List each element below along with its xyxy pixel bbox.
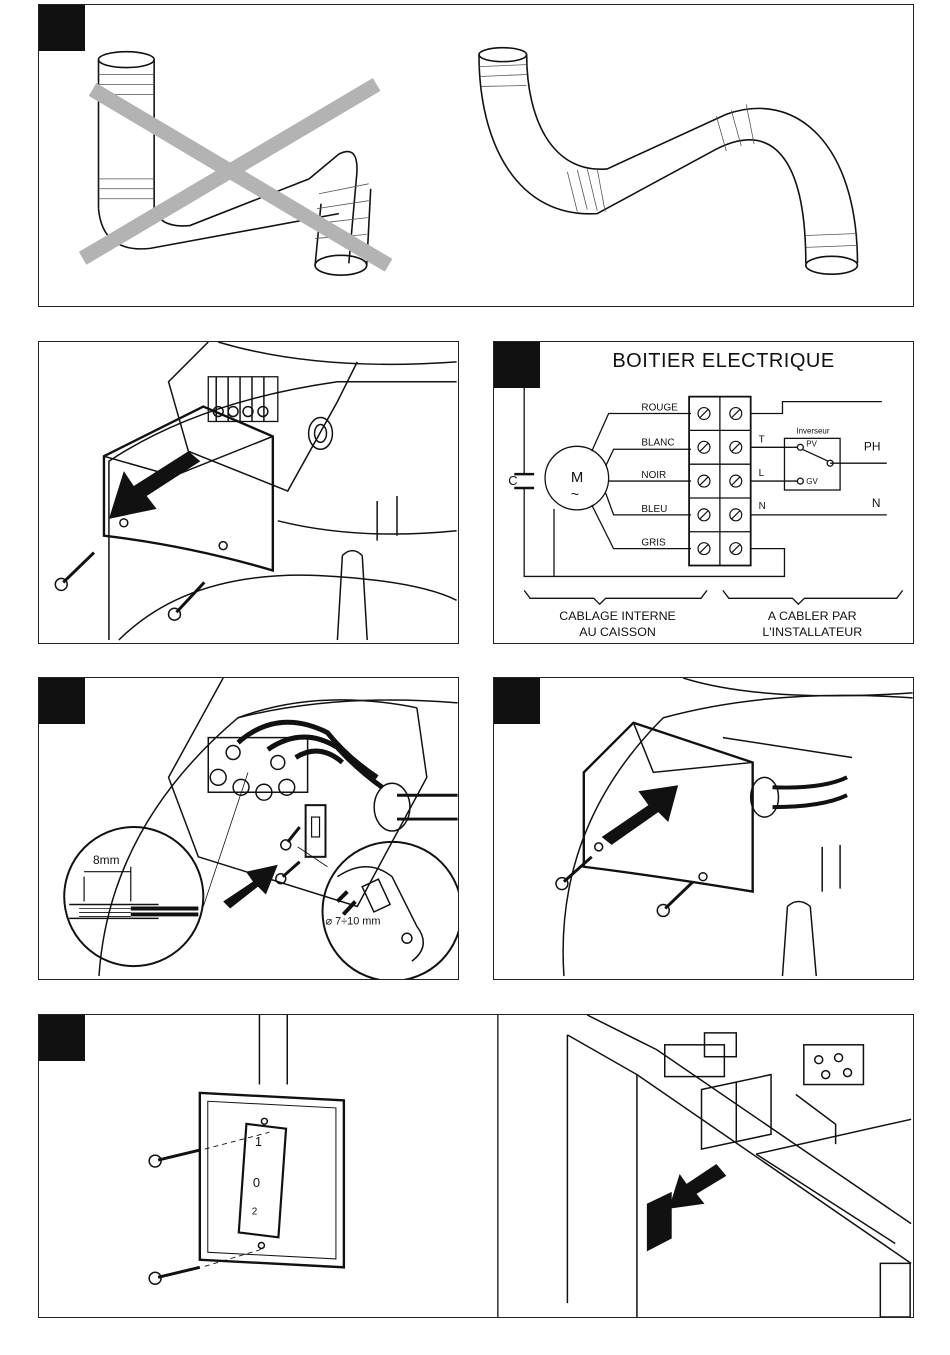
mounting-target-marker — [647, 1192, 672, 1252]
wire-label-blanc: BLANC — [641, 437, 674, 448]
motor-label: M — [571, 470, 583, 486]
installer-caption-line1: A CABLER PAR — [768, 609, 857, 623]
terminal-n-label: N — [759, 501, 766, 512]
wiring-schematic: C M ~ ROUGE BLANC NOIR BLEU GRIS Inverse… — [494, 342, 913, 643]
smooth-curve-duct — [479, 48, 857, 274]
panel-remove-cover — [38, 341, 459, 644]
arrow-refit-cover — [602, 785, 678, 845]
line-ph-label: PH — [864, 439, 881, 453]
arrow-mount-location — [669, 1164, 727, 1209]
strip-length-label: 8mm — [93, 853, 120, 867]
switch-pv-label: PV — [806, 439, 817, 448]
panel-wiring-diagram: BOITIER ELECTRIQUE — [493, 341, 914, 644]
duct-routing-illustration — [39, 5, 913, 306]
capacitor-label: C — [508, 473, 517, 488]
refit-cover-illustration — [494, 678, 913, 979]
wall-switch-illustration: 1 0 2 — [39, 1015, 913, 1317]
wire-label-rouge: ROUGE — [641, 403, 678, 414]
wire-label-bleu: BLEU — [641, 504, 667, 515]
terminal-l-label: L — [759, 468, 765, 479]
switch-position-2: 2 — [252, 1207, 258, 1218]
line-n-label: N — [872, 496, 881, 510]
wire-label-noir: NOIR — [641, 470, 666, 481]
terminal-t-label: T — [759, 434, 765, 445]
wire-label-gris: GRIS — [641, 538, 666, 549]
installer-caption-line2: L'INSTALLATEUR — [762, 625, 862, 639]
switch-title: Inverseur — [796, 426, 829, 435]
internal-caption-line2: AU CAISSON — [579, 625, 656, 639]
panel-wall-switch: 1 0 2 — [38, 1014, 914, 1318]
panel-connect-wires: 8mm ⌀ 7÷10 mm — [38, 677, 459, 980]
internal-caption-line1: CABLAGE INTERNE — [559, 609, 676, 623]
motor-symbol: ~ — [571, 486, 579, 502]
gland-diameter-label: ⌀ 7÷10 mm — [325, 915, 380, 927]
panel-duct-routing — [38, 4, 914, 307]
arrow-insert-wires — [223, 865, 278, 909]
switch-position-1: 1 — [255, 1134, 262, 1149]
switch-position-0: 0 — [253, 1175, 260, 1190]
remove-cover-illustration — [39, 342, 458, 643]
wrong-cross-mark — [83, 84, 389, 265]
connect-wires-illustration: 8mm ⌀ 7÷10 mm — [39, 678, 458, 979]
panel-refit-cover — [493, 677, 914, 980]
switch-gv-label: GV — [806, 477, 818, 486]
